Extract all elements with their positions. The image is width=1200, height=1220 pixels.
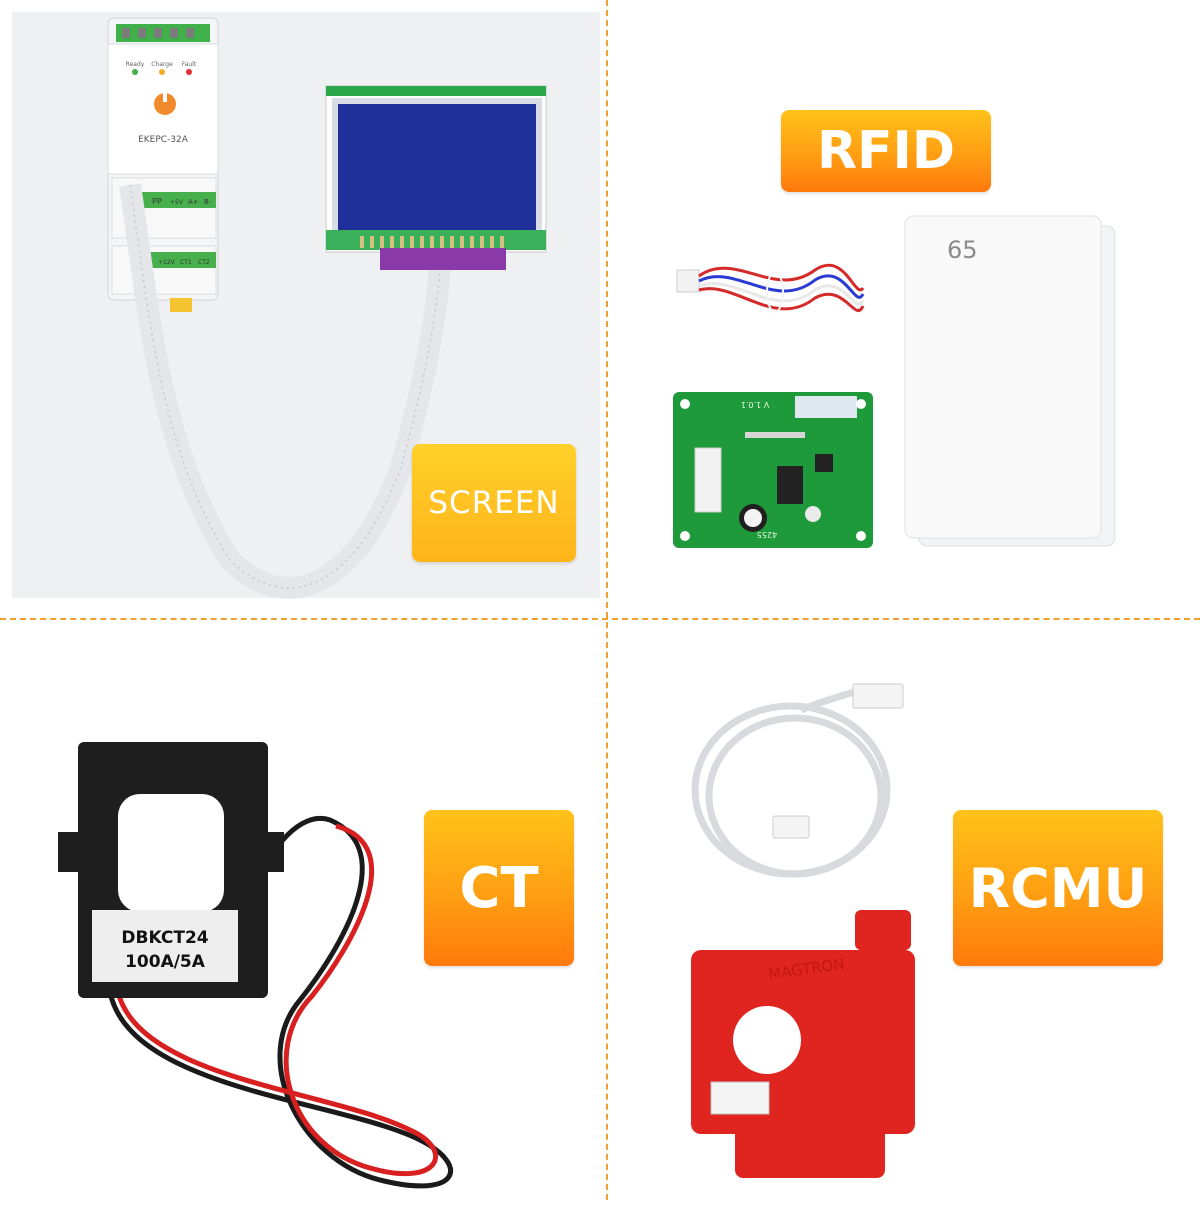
ct-product-illustration: DBKCT24 100A/5A — [58, 742, 453, 1189]
ct-lead-wires — [107, 815, 453, 1189]
board-code-label: 4255 — [757, 530, 777, 539]
rcmu-aperture — [733, 1006, 801, 1074]
lcd-screen-module — [325, 85, 547, 270]
rcmu-badge: RCMU — [953, 810, 1163, 966]
controller-model-label: EKEPC-32A — [138, 135, 189, 145]
rfid-cards: 65 — [904, 215, 1116, 547]
rcmu-product-illustration: MAGTRON — [691, 683, 915, 1178]
terminal-pp: PP — [152, 197, 162, 206]
ct-panel: DBKCT24 100A/5A CT — [0, 620, 600, 1220]
terminal-ct2: CT2 — [198, 259, 210, 266]
fault-led — [186, 69, 192, 75]
rcmu-coiled-cable — [691, 686, 891, 878]
current-dial — [154, 93, 176, 115]
ct-model-label: DBKCT24 — [121, 928, 208, 948]
rcmu-panel: MAGTRON RCMU — [605, 620, 1200, 1220]
ct-badge: CT — [424, 810, 574, 966]
charge-led — [159, 69, 165, 75]
screen-panel: Ready Charge Fault EKEPC-32A PP +5V A+ B… — [0, 0, 600, 600]
rcmu-cable-connector — [852, 683, 904, 709]
fault-label: Fault — [182, 61, 197, 68]
screen-badge: SCREEN — [412, 444, 576, 562]
ct-aperture — [118, 794, 224, 912]
rfid-wire-harness — [676, 263, 865, 313]
rcmu-sensor-body: MAGTRON — [691, 910, 915, 1178]
vertical-divider — [606, 0, 608, 1200]
board-version-label: V 1.0.1 — [741, 400, 769, 409]
terminal-5v: +5V — [170, 199, 184, 206]
ready-led — [132, 69, 138, 75]
ct-rating-label: 100A/5A — [125, 952, 206, 972]
card-number: 65 — [947, 236, 978, 264]
ready-label: Ready — [126, 61, 145, 68]
terminal-ct1: CT1 — [180, 259, 192, 266]
rfid-badge: RFID — [781, 110, 991, 192]
horizontal-divider — [0, 618, 1200, 620]
terminal-b: B- — [204, 198, 212, 206]
screen-product-illustration: Ready Charge Fault EKEPC-32A PP +5V A+ B… — [12, 12, 600, 599]
ct-clamp-body: DBKCT24 100A/5A — [58, 742, 284, 998]
charge-label: Charge — [151, 61, 173, 68]
terminal-12v: +12V — [158, 259, 176, 266]
rfid-product-illustration: V 1.0.1 4255 65 — [673, 215, 1116, 548]
rfid-panel: V 1.0.1 4255 65 RFID — [605, 0, 1200, 600]
lcd-display — [338, 104, 536, 240]
terminal-a: A+ — [188, 198, 199, 206]
charger-controller-module: Ready Charge Fault EKEPC-32A PP +5V A+ B… — [107, 17, 219, 312]
rfid-reader-board: V 1.0.1 4255 — [673, 392, 873, 548]
